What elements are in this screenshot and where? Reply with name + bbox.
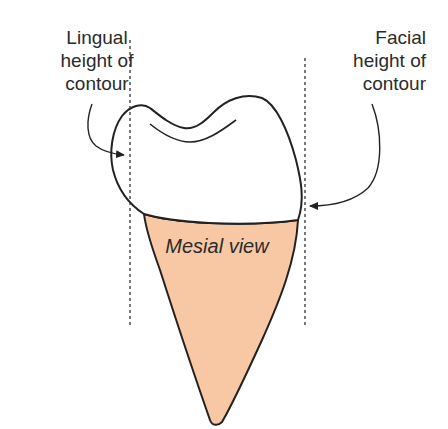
term-label: Facial height of contour <box>320 26 426 95</box>
occlusal-ridge <box>150 120 236 142</box>
leader-arrow <box>88 104 124 155</box>
tooth-root <box>144 214 298 425</box>
leader-arrow <box>310 104 380 206</box>
tooth-crown <box>111 96 301 224</box>
view-label: Mesial view <box>152 235 282 258</box>
term-label: Lingual height of contour <box>44 26 150 95</box>
reference-line <box>304 58 305 326</box>
reference-line <box>129 40 130 326</box>
